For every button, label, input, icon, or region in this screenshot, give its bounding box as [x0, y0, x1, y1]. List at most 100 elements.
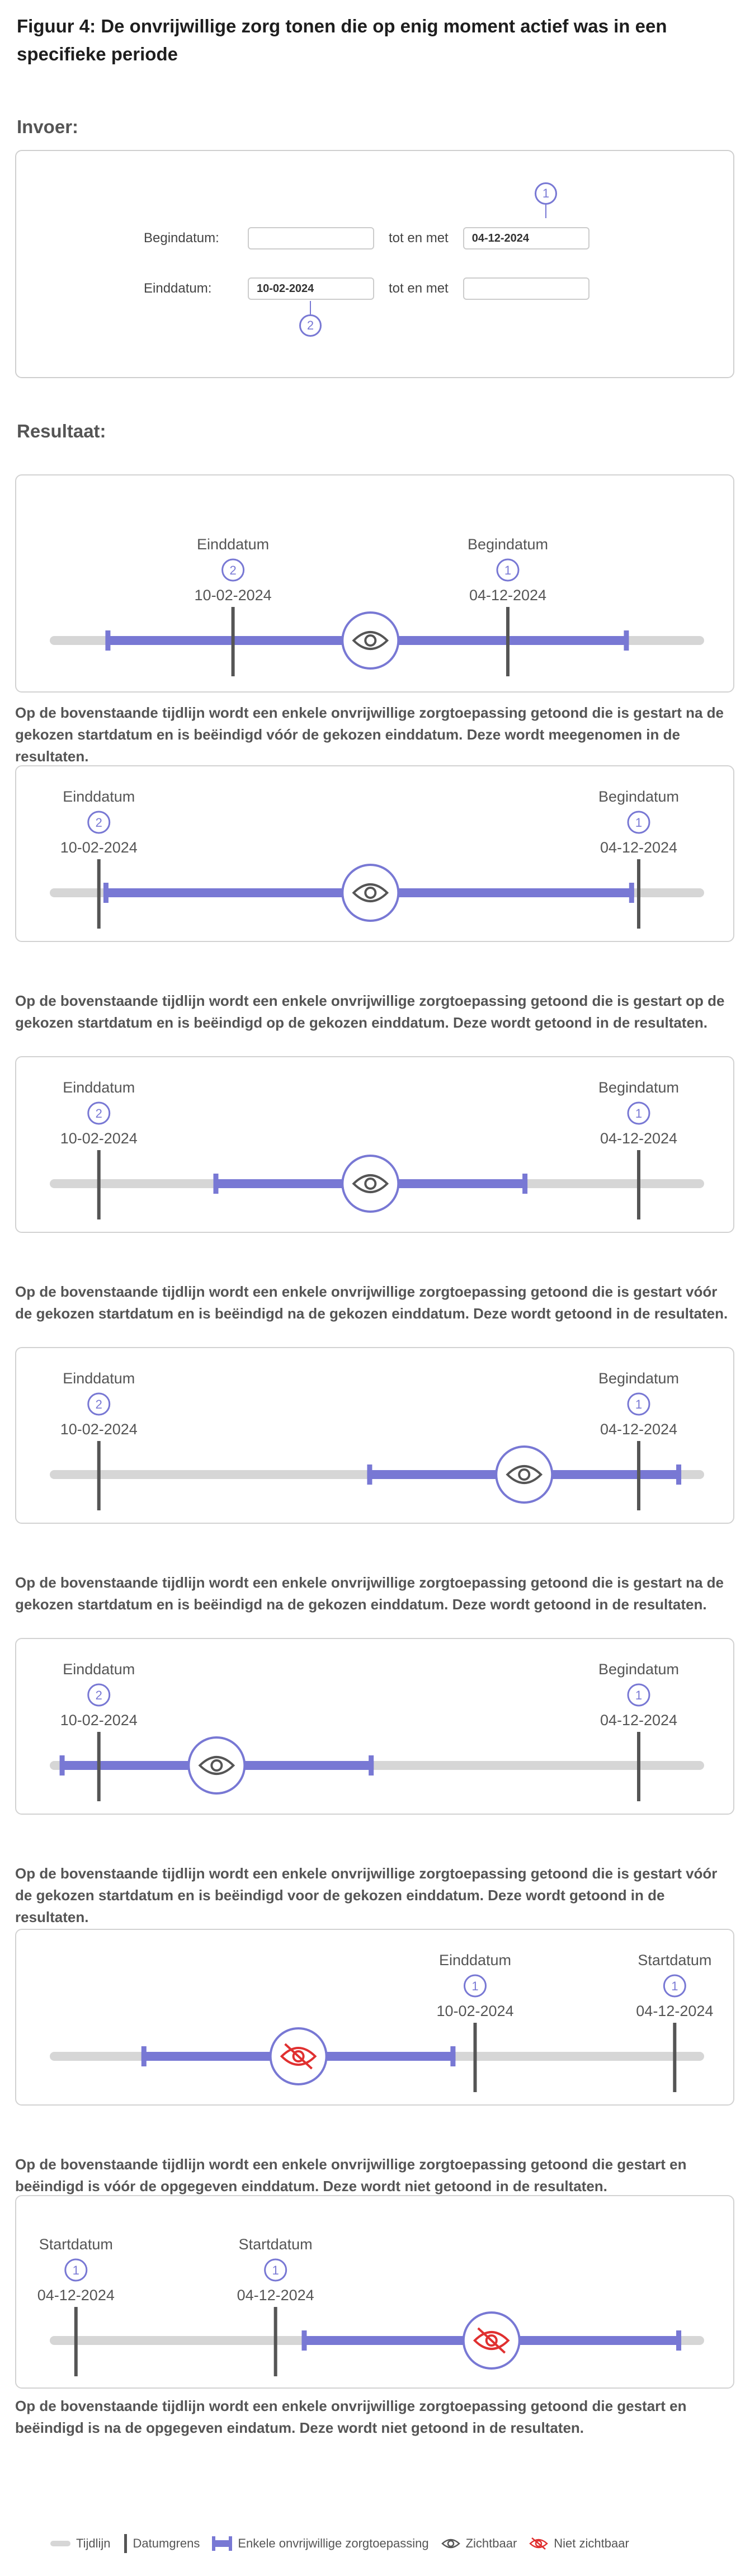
care-bar-end-cap — [369, 1755, 374, 1776]
date-boundary — [506, 607, 510, 676]
boundary-label: Begindatum — [598, 1079, 679, 1096]
boundary-badge-number: 1 — [635, 816, 642, 830]
scenario-panel: 10-02-2024 2 Einddatum 04-12-2024 1 Begindatu… — [15, 1056, 734, 1233]
scenario-description: Op de bovenstaande tijdlijn wordt een en… — [15, 1865, 718, 1925]
boundary-badge — [496, 558, 520, 582]
figure-title: Figuur 4: De onvrijwillige zorg tonen di… — [17, 16, 667, 64]
date-boundary — [637, 1732, 640, 1801]
date-boundary — [273, 2307, 277, 2376]
legend-boundary-swatch — [124, 2534, 127, 2553]
boundary-date: 04-12-2024 — [600, 1130, 677, 1147]
result-heading: Resultaat: — [17, 421, 106, 441]
begin-range-label: tot en met — [389, 230, 449, 246]
boundary-label: Startdatum — [39, 2236, 113, 2253]
boundary-badge — [627, 1101, 650, 1125]
input-panel: 1 Begindatum: tot en met 04-12-2024 Eind… — [15, 150, 734, 378]
end-date-label: Einddatum: — [144, 281, 212, 296]
timeline-diagram: 10-02-20242Einddatum04-12-20241Begindatu… — [50, 788, 704, 929]
legend-bar: Enkele onvrijwillige zorgtoepassing — [212, 2535, 429, 2552]
begin-to-field[interactable]: 04-12-2024 — [463, 227, 589, 249]
boundary-badge-number: 1 — [272, 2263, 279, 2277]
boundary-label: Startdatum — [638, 1952, 711, 1969]
boundary-badge-number: 1 — [671, 1979, 678, 1993]
care-bar-start-cap — [105, 630, 111, 651]
boundary-label: Einddatum — [63, 1661, 135, 1678]
care-bar-end-cap — [629, 883, 634, 903]
input-heading: Invoer: — [17, 116, 79, 137]
scenario-description: Op de bovenstaande tijdlijn wordt een en… — [15, 2156, 687, 2194]
boundary-badge — [87, 1683, 111, 1707]
boundary-badge — [663, 1974, 686, 1998]
badge-end-from: 2 — [299, 314, 322, 337]
date-boundary — [673, 2023, 677, 2092]
timeline-diagram: 10-02-20242Einddatum04-12-20241Begindatu… — [50, 1370, 704, 1510]
timeline-diagram: 10-02-20241Einddatum04-12-20241Startdatu… — [50, 1952, 713, 2092]
legend-visible: Zichtbaar — [441, 2536, 517, 2551]
boundary-date: 10-02-2024 — [60, 839, 138, 856]
end-from-field[interactable]: 10-02-2024 — [248, 277, 374, 300]
boundary-badge-number: 1 — [471, 1979, 478, 1993]
scenario-description: Op de bovenstaande tijdlijn wordt een en… — [15, 704, 724, 765]
end-date-row: Einddatum: 10-02-2024 tot en met — [144, 277, 589, 300]
boundary-label: Einddatum — [197, 536, 269, 553]
boundary-badge — [464, 1974, 487, 1998]
begin-date-row: Begindatum: tot en met 04-12-2024 — [144, 227, 589, 249]
boundary-badge — [87, 1101, 111, 1125]
end-range-label: tot en met — [389, 281, 449, 296]
boundary-date: 10-02-2024 — [60, 1130, 138, 1147]
eye-icon — [341, 611, 400, 670]
boundary-date: 10-02-2024 — [195, 587, 272, 604]
scenario-description: Op de bovenstaande tijdlijn wordt een en… — [15, 1283, 728, 1322]
begin-from-field[interactable] — [248, 227, 374, 249]
boundary-date: 04-12-2024 — [469, 587, 546, 604]
boundary-badge — [221, 558, 245, 582]
boundary-badge-number: 1 — [504, 563, 511, 577]
end-to-field[interactable] — [463, 277, 589, 300]
boundary-badge-number: 2 — [96, 1106, 102, 1120]
date-boundary — [473, 2023, 477, 2092]
boundary-badge-number: 1 — [635, 1106, 642, 1120]
boundary-date: 04-12-2024 — [600, 1712, 677, 1729]
boundary-badge — [627, 811, 650, 834]
legend-bar-swatch — [212, 2536, 233, 2551]
date-boundary — [637, 859, 640, 929]
eye-icon — [341, 1155, 400, 1213]
boundary-label: Begindatum — [598, 788, 679, 805]
boundary-badge — [87, 1392, 111, 1416]
care-bar-end-cap — [522, 1174, 528, 1194]
care-bar-end-cap — [624, 630, 629, 651]
legend-visible-label: Zichtbaar — [465, 2536, 517, 2550]
boundary-badge-number: 2 — [96, 1688, 102, 1702]
scenario-description: Op de bovenstaande tijdlijn wordt een en… — [15, 992, 725, 1031]
scenario-description: Op de bovenstaande tijdlijn wordt een en… — [15, 2398, 687, 2436]
care-bar-end-cap — [676, 1464, 682, 1485]
boundary-label: Einddatum — [63, 1079, 135, 1096]
timeline-diagram: 10-02-2024 2 Einddatum 04-12-2024 1 Begindatu… — [50, 1079, 704, 1219]
begin-date-label: Begindatum: — [144, 230, 219, 246]
boundary-label: Einddatum — [63, 1370, 135, 1387]
boundary-label: Startdatum — [239, 2236, 313, 2253]
legend-timeline-label: Tijdlijn — [76, 2536, 111, 2550]
date-boundary — [637, 1150, 640, 1219]
eye-off-icon — [269, 2027, 328, 2085]
boundary-date: 10-02-2024 — [60, 1712, 138, 1729]
badge-begin-to: 1 — [535, 182, 557, 205]
boundary-badge-number: 2 — [229, 563, 236, 577]
boundary-badge-number: 1 — [73, 2263, 79, 2277]
boundary-badge-number: 1 — [635, 1397, 642, 1411]
eye-icon — [441, 2539, 460, 2549]
legend: Tijdlijn Datumgrens Enkele onvrijwillige… — [50, 2534, 629, 2553]
date-boundary — [97, 1150, 101, 1219]
boundary-label: Begindatum — [598, 1661, 679, 1678]
care-bar-end-cap — [450, 2046, 456, 2066]
boundary-date: 04-12-2024 — [636, 2003, 713, 2019]
date-boundary — [97, 859, 101, 929]
badge-stem — [310, 301, 311, 314]
boundary-label: Einddatum — [439, 1952, 511, 1969]
eye-off-icon — [462, 2311, 521, 2370]
